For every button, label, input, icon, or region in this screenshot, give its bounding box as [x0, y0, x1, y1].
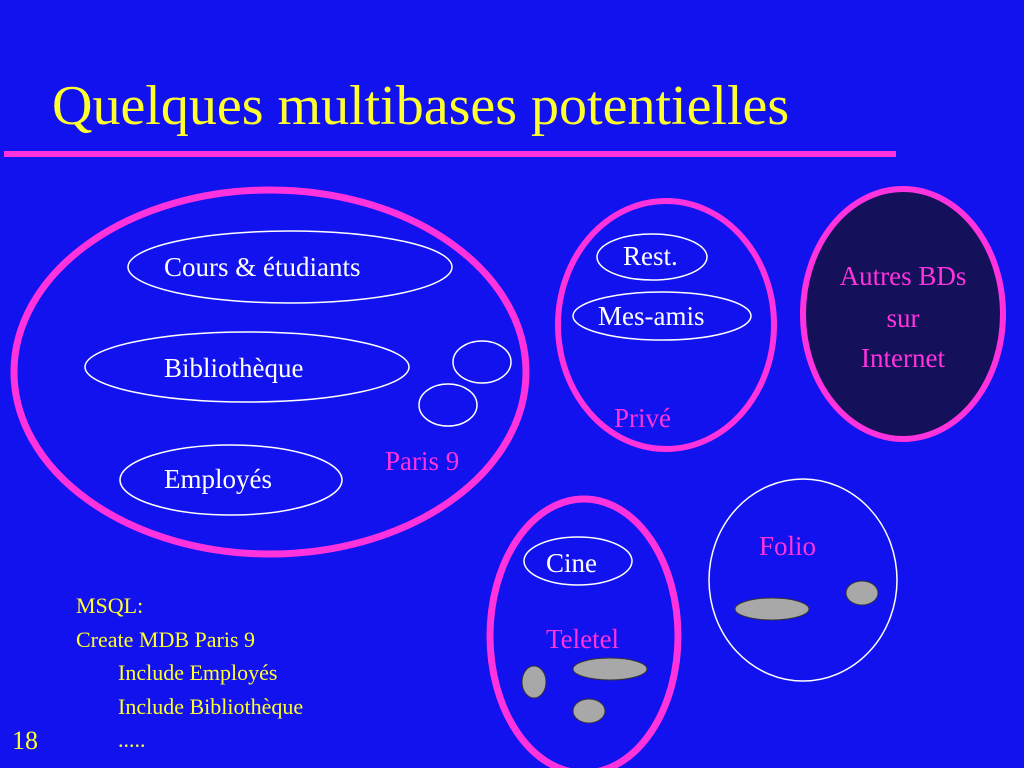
page-number: 18	[12, 726, 38, 755]
db-mes-amis-label: Mes-amis	[598, 301, 705, 331]
db-rest	[596, 233, 708, 281]
db-unnamed-folio-1	[734, 597, 810, 621]
msql-code-block: MSQL: Create MDB Paris 9 Include Employé…	[76, 592, 303, 760]
group-folio-boundary	[708, 478, 898, 682]
db-unnamed-teletel-3	[572, 698, 606, 724]
title-underline	[4, 151, 896, 157]
group-teletel-label: Teletel	[546, 624, 620, 654]
db-unnamed-folio-2	[845, 580, 879, 606]
group-internet-label-line-3: Internet	[861, 343, 945, 373]
msql-line: MSQL:	[76, 593, 144, 618]
db-unnamed-paris9-1	[452, 340, 512, 384]
db-employes-label: Employés	[164, 464, 272, 494]
msql-line: Include Bibliothèque	[118, 693, 304, 719]
group-internet-label-line-2: sur	[886, 303, 920, 333]
db-mes-amis	[572, 291, 752, 341]
group-prive-boundary	[555, 198, 777, 452]
group-internet-label-line-1: Autres BDs	[839, 261, 967, 291]
db-cine-label: Cine	[546, 548, 597, 578]
group-paris9-label: Paris 9	[385, 446, 460, 476]
db-cours-etudiants-label: Cours & étudiants	[164, 252, 361, 282]
group-teletel-boundary	[486, 495, 682, 768]
msql-line: Create MDB Paris 9	[76, 626, 256, 652]
db-unnamed-paris9-2	[418, 383, 478, 427]
db-bibliotheque-label: Bibliothèque	[164, 353, 304, 383]
page-title: Quelques multibases potentielles	[52, 75, 790, 137]
db-unnamed-teletel-2	[572, 657, 648, 681]
group-paris9-boundary	[10, 186, 530, 558]
db-bibliotheque	[84, 331, 410, 403]
db-unnamed-teletel-1	[521, 665, 547, 699]
db-cine	[523, 536, 633, 586]
db-cours-etudiants	[127, 230, 453, 304]
db-employes	[119, 444, 343, 516]
group-internet-boundary	[800, 186, 1006, 442]
msql-line: Include Employés	[118, 660, 278, 685]
group-prive-label: Privé	[614, 403, 671, 433]
msql-line: .....	[118, 727, 146, 752]
db-rest-label: Rest.	[623, 241, 678, 271]
group-folio-label: Folio	[759, 531, 817, 561]
